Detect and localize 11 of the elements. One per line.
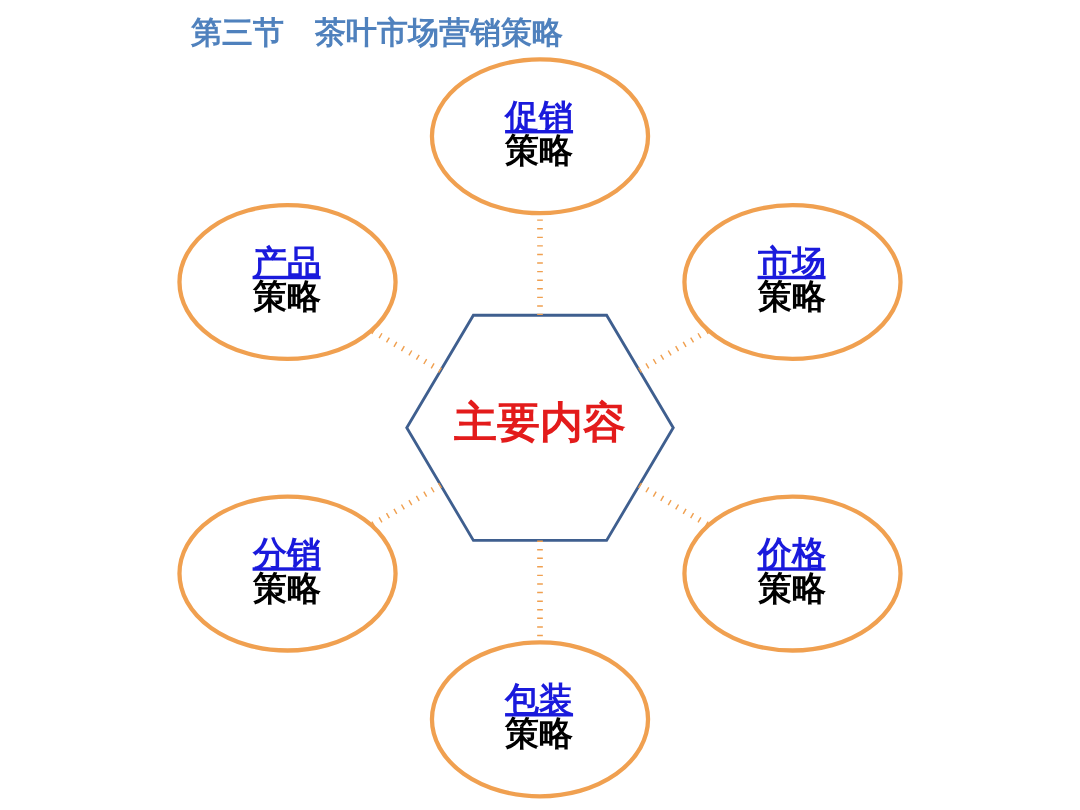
diagram-title: 第三节 茶叶市场营销策略 — [191, 14, 564, 51]
connector — [369, 482, 442, 528]
node-ellipse: 包装 策略 — [429, 640, 651, 799]
node-ellipse: 价格 策略 — [682, 494, 903, 653]
node-ellipse: 分销 策略 — [177, 494, 398, 653]
node-ellipse: 产品 策略 — [177, 202, 398, 362]
connector — [638, 482, 711, 528]
connector — [369, 327, 442, 373]
connector — [638, 327, 711, 373]
node-ellipse: 促销 策略 — [429, 57, 651, 216]
node-ellipse: 市场 策略 — [682, 202, 903, 362]
